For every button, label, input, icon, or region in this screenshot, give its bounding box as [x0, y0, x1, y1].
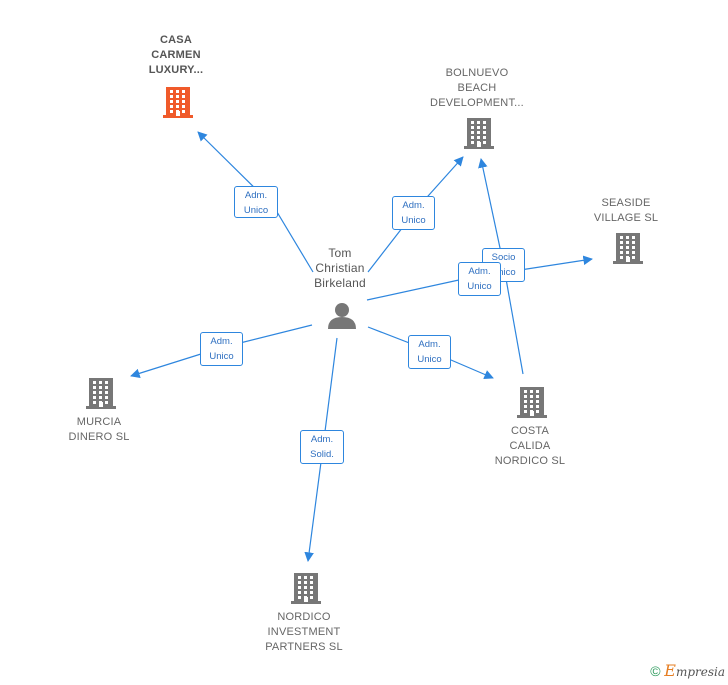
- edge-label-line: Adm.: [468, 266, 491, 277]
- brand-name: mpresia: [675, 665, 725, 679]
- company-label-line: NORDICO: [277, 611, 331, 623]
- building-icon-casa[interactable]: [163, 87, 193, 118]
- edge-label-line: Unico: [209, 351, 234, 362]
- edge-label-line: Unico: [401, 215, 426, 226]
- person-name-line: Tom: [328, 246, 352, 260]
- edge-label-line: Unico: [467, 281, 492, 292]
- building-icon-seaside[interactable]: [613, 233, 643, 264]
- edge-label-line: Adm.: [244, 190, 268, 201]
- edge-label-person-to-seaside[interactable]: Adm. Unico: [458, 262, 501, 296]
- company-label-line: PARTNERS SL: [265, 641, 343, 653]
- company-label-costa[interactable]: COSTA CALIDA NORDICO SL: [465, 424, 595, 469]
- company-label-line: DINERO SL: [68, 431, 130, 443]
- company-label-line: DEVELOPMENT...: [430, 97, 524, 109]
- brand-footer: © Empresia: [650, 661, 725, 680]
- company-label-murcia[interactable]: MURCIA DINERO SL: [34, 415, 164, 445]
- company-label-line: BOLNUEVO: [445, 67, 509, 79]
- building-icon-bolnuevo[interactable]: [464, 118, 494, 149]
- edge-label-line: Único: [491, 267, 516, 278]
- edge-label-person-to-bolnuevo[interactable]: Adm. Unico: [392, 196, 435, 230]
- edge-label-line: Adm.: [418, 339, 441, 350]
- company-label-line: INVESTMENT: [267, 626, 341, 638]
- edge-label-line: Adm.: [310, 434, 334, 445]
- company-label-line: CALIDA: [509, 440, 551, 452]
- company-label-seaside[interactable]: SEASIDE VILLAGE SL: [561, 196, 691, 226]
- building-icon-nordico[interactable]: [291, 573, 321, 604]
- company-label-nordico[interactable]: NORDICO INVESTMENT PARTNERS SL: [239, 610, 369, 655]
- edge-label-line: Adm.: [210, 336, 233, 347]
- company-label-line: BEACH: [457, 82, 497, 94]
- company-label-line: VILLAGE SL: [593, 212, 659, 224]
- brand-initial: E: [664, 661, 676, 680]
- edge-label-line: Solid.: [310, 449, 334, 460]
- edge-label-person-to-murcia[interactable]: Adm. Unico: [200, 332, 243, 366]
- building-icon-murcia[interactable]: [86, 378, 116, 409]
- company-label-line: LUXURY...: [148, 64, 204, 76]
- person-name-line: Christian: [315, 261, 365, 275]
- company-label-line: COSTA: [510, 425, 550, 437]
- company-label-line: CARMEN: [151, 49, 201, 61]
- edge-label-person-to-nordico[interactable]: Adm. Solid.: [300, 430, 344, 464]
- building-icon-costa[interactable]: [517, 387, 547, 418]
- person-icon[interactable]: [328, 303, 356, 329]
- company-label-line: CASA: [160, 34, 192, 46]
- edge-label-line: Socio: [491, 252, 516, 263]
- company-label-line: MURCIA: [76, 416, 122, 428]
- edge-label-line: Unico: [243, 205, 269, 216]
- company-label-line: SEASIDE: [601, 197, 651, 209]
- company-label-casa[interactable]: CASA CARMEN LUXURY...: [111, 33, 241, 78]
- edge-label-person-to-costa[interactable]: Adm. Unico: [408, 335, 451, 369]
- company-label-bolnuevo[interactable]: BOLNUEVO BEACH DEVELOPMENT...: [412, 66, 542, 111]
- person-name-line: Birkeland: [314, 276, 366, 290]
- edge-label-line: Unico: [417, 354, 442, 365]
- company-label-line: NORDICO SL: [494, 455, 566, 467]
- edge-label-person-to-casa[interactable]: Adm. Unico: [234, 186, 278, 218]
- copyright-icon: ©: [650, 663, 661, 679]
- edge-label-line: Adm.: [402, 200, 425, 211]
